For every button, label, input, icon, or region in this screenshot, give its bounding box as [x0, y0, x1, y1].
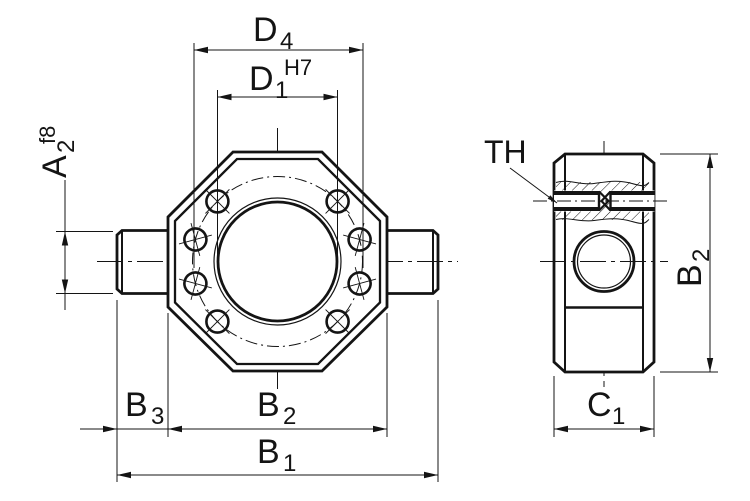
arrowhead — [706, 358, 714, 372]
arrowhead — [640, 425, 654, 433]
dim-label-d4-sub: 4 — [280, 28, 293, 55]
dim-label-b2-front: B — [257, 386, 280, 424]
arrowhead — [61, 231, 69, 246]
bolt-hole — [178, 222, 212, 257]
arrowhead — [349, 46, 363, 54]
callout-th: TH — [484, 134, 558, 204]
dimension-d1: D 1 H7 — [217, 55, 338, 268]
bolt-hole — [343, 266, 377, 301]
thread-wall — [610, 207, 655, 211]
dim-label-b2-front-sub: 2 — [283, 403, 296, 430]
bolt-hole — [205, 309, 230, 334]
dim-label-d1-tolerance: H7 — [284, 55, 312, 80]
label-th: TH — [484, 134, 527, 170]
arrowhead — [217, 93, 232, 101]
thread-wall — [610, 191, 655, 195]
dim-label-a2-sub: 2 — [53, 140, 80, 153]
arrowhead — [168, 425, 182, 433]
break-line-top — [555, 180, 650, 187]
dim-label-b3: B — [125, 386, 148, 424]
thread-section — [533, 180, 668, 224]
octagon-chamfer-contour — [173, 157, 382, 366]
dimension-d4: D 4 — [193, 11, 364, 268]
arrowhead — [61, 279, 69, 294]
arrowhead — [554, 425, 568, 433]
drill-point-right — [599, 190, 612, 212]
dim-label-d1-sub: 1 — [275, 77, 288, 104]
leader-arrowhead — [547, 195, 557, 203]
arrowhead — [373, 425, 387, 433]
trunnion-pin-left — [115, 229, 168, 295]
arrowhead — [424, 471, 438, 479]
dim-label-c1-sub: 1 — [612, 403, 625, 430]
bolt-hole — [178, 266, 212, 301]
dimension-b3-b2-b1: B 3 B 2 B 1 — [80, 300, 439, 482]
thread-wall — [554, 191, 599, 195]
dim-label-b2-side: B — [671, 264, 709, 287]
dimension-b2-side: B 2 — [660, 153, 718, 373]
bolt-hole — [325, 309, 350, 334]
dim-label-b2-side-sub: 2 — [688, 249, 715, 262]
dim-label-b3-sub: 3 — [151, 403, 164, 430]
dim-label-a2-tolerance: f8 — [35, 126, 60, 144]
dimension-a2: A 2 f8 — [35, 126, 113, 310]
side-view — [533, 141, 668, 387]
dim-label-b1-sub: 1 — [283, 450, 296, 477]
arrowhead — [103, 425, 117, 433]
trunnion-pin-right — [387, 229, 440, 295]
arrowhead — [194, 46, 208, 54]
arrowhead — [706, 154, 714, 168]
arrowhead — [117, 471, 131, 479]
arrowhead — [323, 93, 338, 101]
dim-label-c1: C — [587, 386, 612, 424]
dim-label-d4: D — [253, 11, 278, 49]
break-line-bottom — [555, 218, 650, 224]
dim-label-d1: D — [249, 60, 274, 98]
octagon-outer-contour — [166, 150, 389, 373]
thread-wall — [554, 207, 599, 211]
dimension-c1: C 1 — [553, 376, 655, 437]
dimensions: D 4 D 1 H7 A 2 f8 — [35, 11, 718, 482]
bore-chamfer-circle — [213, 197, 342, 326]
dim-label-b1: B — [257, 433, 280, 471]
dim-label-a2: A — [36, 155, 74, 178]
